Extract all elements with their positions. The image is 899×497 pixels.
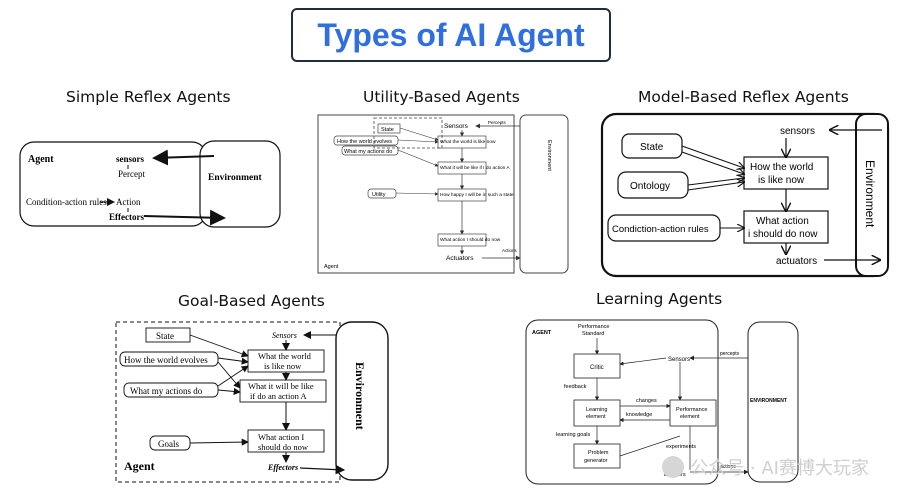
learning-element-box [573,399,621,427]
agent-label: Agent [324,264,339,270]
simple-reflex-title: Simple Reflex Agents [66,88,231,106]
learning-element-label-1: Learning [586,407,607,413]
problem-generator-label-2: generator [584,458,608,464]
percepts-label: percepts [720,351,740,357]
utility-diagram: Environment State How the world evolves … [317,114,569,274]
ontology-label: Ontology [630,181,670,192]
percept-label: Percept [118,169,145,179]
sensors-label: Sensors [668,357,690,363]
changes-label: changes [636,398,657,404]
actuators-label: Actuators [446,255,474,262]
performance-standard-label-2: Standard [582,331,604,337]
world-now-label-1: How the world [750,162,813,173]
what-action-label-1: What action [756,216,809,227]
world-now-label: What the world is like now [440,139,496,145]
simple-reflex-diagram: Agent sensors Percept Condition-action r… [19,140,281,228]
goal-diagram: Environment State How the world evolves … [115,321,389,483]
problem-generator-label-1: Problem [588,450,609,456]
agent-label: AGENT [532,330,552,336]
page-title: Types of AI Agent [317,16,585,53]
environment-label: Environment [863,160,877,228]
effectors-label: Effectors [267,463,298,472]
sensors-label: sensors [780,126,815,137]
model-reflex-diagram: Environment State Ontology Condiction-ac… [600,112,890,278]
environment-box [199,140,281,228]
world-now-label-2: is like now [758,175,805,186]
actions-label: actions [720,464,736,470]
my-actions-label: What my actions do [344,149,392,155]
what-action-label-2: should do now [258,442,309,452]
percepts-label: Percepts [488,120,507,125]
environment-box [335,321,389,481]
agent-frame [600,112,890,278]
sensors-label: sensors [116,154,144,164]
actuators-label: actuators [776,256,817,267]
wechat-icon [662,456,685,478]
state-label: State [156,331,174,341]
environment-label: Environment [353,362,367,430]
title-box: Types of AI Agent [291,8,611,62]
what-action-label-1: What action I [258,432,304,442]
my-actions-label: What my actions do [130,386,203,396]
watermark-text: 公众号 · AI赛博大玩家 [690,458,869,479]
agent-frame [525,319,719,485]
performance-standard-label-1: Performance [578,324,610,330]
happy-label: How happy I will be in such a state [440,192,514,198]
state-label: State [381,127,394,133]
feedback-label: feedback [564,384,587,390]
environment-label: Environment [546,140,552,171]
action-label: Action [116,197,141,207]
learning-title: Learning Agents [596,290,723,308]
learning-element-label-2: element [586,414,606,420]
will-be-label-1: What it will be like [248,381,314,391]
sensors-label: Sensors [272,331,297,340]
performance-element-label-2: element [680,414,700,420]
what-action-label-2: i should do now [748,229,818,240]
learning-diagram: ENVIRONMENT AGENT Performance Standard C… [525,319,799,485]
watermark: 公众号 · AI赛博大玩家 [662,454,869,480]
environment-box [855,113,889,277]
sensors-label: Sensors [444,123,469,130]
world-now-label-1: What the world [258,351,312,361]
world-now-label-2: is like now [264,361,302,371]
agent-frame [317,114,515,274]
what-action-label: What action I should do now [440,237,501,243]
agent-label: Agent [28,154,54,165]
effectors-label: Effectors [109,212,144,222]
rules-label: Condiction-action rules [612,224,709,235]
agent-label: Agent [124,459,155,473]
environment-box [747,321,799,483]
utility-label: Utility [372,192,386,198]
learning-goals-label: learning goals [556,432,590,438]
world-evolves-label: How the world evolves [337,139,392,145]
utility-title: Utility-Based Agents [363,88,520,106]
model-reflex-title: Model-Based Reflex Agents [638,88,849,106]
critic-label: Critic [590,365,604,371]
goals-label: Goals [158,439,179,449]
problem-generator-box [573,443,621,469]
goal-title: Goal-Based Agents [178,292,325,310]
knowledge-label: knowledge [626,412,652,418]
rules-label: Condition-action rules [26,197,107,207]
will-be-label: What it will be like if I do action A [440,165,510,171]
environment-label: Environment [208,173,263,183]
performance-element-box [669,399,717,427]
world-evolves-label: How the world evolves [124,355,208,365]
performance-element-label-1: Performance [676,407,708,413]
experiments-label: experiments [666,444,696,450]
actions-label: Actions [502,248,518,253]
environment-label: ENVIRONMENT [750,398,787,404]
environment-box [519,114,569,274]
state-label: State [640,142,664,153]
will-be-label-2: if do an action A [250,391,308,401]
